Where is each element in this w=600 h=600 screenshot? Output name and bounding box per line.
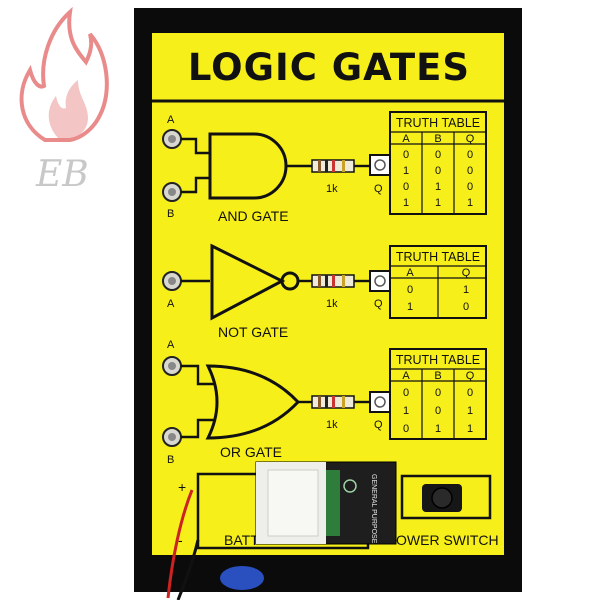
table-cell: 1	[403, 165, 409, 177]
resistor	[311, 159, 355, 173]
table-header: Q	[466, 133, 475, 145]
and-gate-section: A B 1k Q AND GATE T	[162, 111, 487, 224]
input-label-a: A	[167, 339, 175, 351]
resistor-label: 1k	[326, 298, 338, 310]
board-title: LOGIC GATES	[188, 46, 470, 89]
battery-brand: GENERAL PURPOSE	[370, 474, 377, 544]
logo-text: EB	[35, 154, 89, 195]
table-cell: 1	[463, 284, 469, 296]
output-led	[369, 270, 391, 292]
table-cell: 1	[467, 423, 473, 435]
battery: GENERAL PURPOSE	[255, 461, 397, 545]
terminal-a[interactable]	[162, 129, 182, 149]
truth-table: TRUTH TABLE A B Q 0 0 0 1 0 1 0 1 1	[389, 348, 487, 440]
table-header: B	[434, 370, 441, 382]
table-title: TRUTH TABLE	[396, 116, 480, 130]
power-switch-section: OWER SWITCH	[396, 474, 499, 548]
gate-name: OR GATE	[220, 444, 282, 460]
power-switch-button[interactable]	[422, 484, 462, 512]
table-header: A	[402, 133, 410, 145]
truth-table: TRUTH TABLE A Q 0 1 1 0	[389, 245, 487, 319]
table-cell: 0	[435, 165, 441, 177]
table-cell: 1	[403, 197, 409, 209]
terminal-b[interactable]	[162, 182, 182, 202]
table-cell: 1	[467, 405, 473, 417]
table-cell: 0	[467, 387, 473, 399]
table-cell: 1	[435, 181, 441, 193]
table-cell: 1	[407, 301, 413, 313]
table-cell: 1	[467, 197, 473, 209]
table-cell: 0	[403, 149, 409, 161]
external-wires	[166, 489, 264, 600]
resistor	[311, 395, 355, 409]
table-cell: 0	[403, 387, 409, 399]
table-header: Q	[466, 370, 475, 382]
battery-section: + - BATT GENERAL PURPOSE	[178, 461, 397, 550]
terminal-a[interactable]	[162, 356, 182, 376]
output-label: Q	[374, 183, 383, 195]
or-gate-section: A B 1k Q OR GATE TR	[162, 339, 487, 466]
terminal-b[interactable]	[162, 427, 182, 447]
battery-minus: -	[178, 532, 183, 548]
input-label-b: B	[167, 208, 174, 220]
output-label: Q	[374, 419, 383, 431]
output-led	[369, 391, 391, 413]
table-cell: 0	[403, 423, 409, 435]
input-label-a: A	[167, 298, 175, 310]
table-title: TRUTH TABLE	[396, 250, 480, 264]
output-led	[369, 154, 391, 176]
table-header: A	[402, 370, 410, 382]
table-title: TRUTH TABLE	[396, 353, 480, 367]
table-cell: 0	[463, 301, 469, 313]
battery-label: BATT	[224, 532, 259, 548]
table-cell: 0	[467, 181, 473, 193]
output-label: Q	[374, 298, 383, 310]
flame-icon	[19, 6, 109, 142]
table-cell: 1	[403, 405, 409, 417]
table-cell: 1	[435, 197, 441, 209]
terminal-a[interactable]	[162, 271, 182, 291]
resistor-label: 1k	[326, 419, 338, 431]
battery-plus: +	[178, 479, 186, 495]
gate-name: AND GATE	[218, 208, 289, 224]
gate-name: NOT GATE	[218, 324, 288, 340]
input-label-b: B	[167, 454, 174, 466]
table-cell: 0	[435, 405, 441, 417]
table-cell: 0	[435, 149, 441, 161]
table-cell: 0	[467, 165, 473, 177]
eb-logo: EB	[19, 6, 109, 195]
resistor	[311, 274, 355, 288]
table-header: Q	[462, 267, 471, 279]
table-cell: 0	[403, 181, 409, 193]
and-gate-symbol	[208, 132, 288, 200]
table-cell: 0	[467, 149, 473, 161]
not-gate-symbol	[210, 243, 286, 321]
table-header: B	[434, 133, 441, 145]
truth-table: TRUTH TABLE A B Q 0 0 0 1 0 0 0 1 0 1 1 …	[389, 111, 487, 215]
table-cell: 1	[435, 423, 441, 435]
input-label-a: A	[167, 114, 175, 126]
not-gate-section: A 1k Q NOT GATE TRUTH TABLE A Q 0	[162, 243, 487, 340]
table-cell: 0	[407, 284, 413, 296]
resistor-label: 1k	[326, 183, 338, 195]
table-header: A	[406, 267, 414, 279]
table-cell: 0	[435, 387, 441, 399]
power-switch-label: OWER SWITCH	[396, 532, 499, 548]
or-gate-symbol	[205, 364, 301, 440]
